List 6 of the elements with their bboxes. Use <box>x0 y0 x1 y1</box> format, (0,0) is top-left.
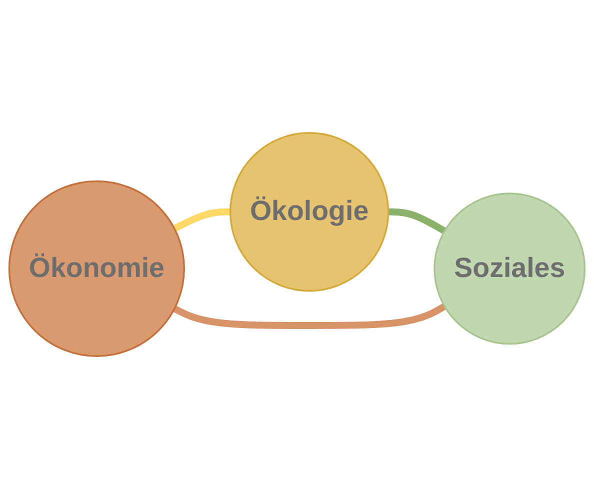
connector <box>172 303 446 329</box>
node-circle: Soziales <box>434 192 586 345</box>
connector <box>172 208 230 232</box>
node-circle: Ökonomie <box>8 180 185 357</box>
node-circle: Ökologie <box>229 132 390 292</box>
connector <box>388 208 446 234</box>
